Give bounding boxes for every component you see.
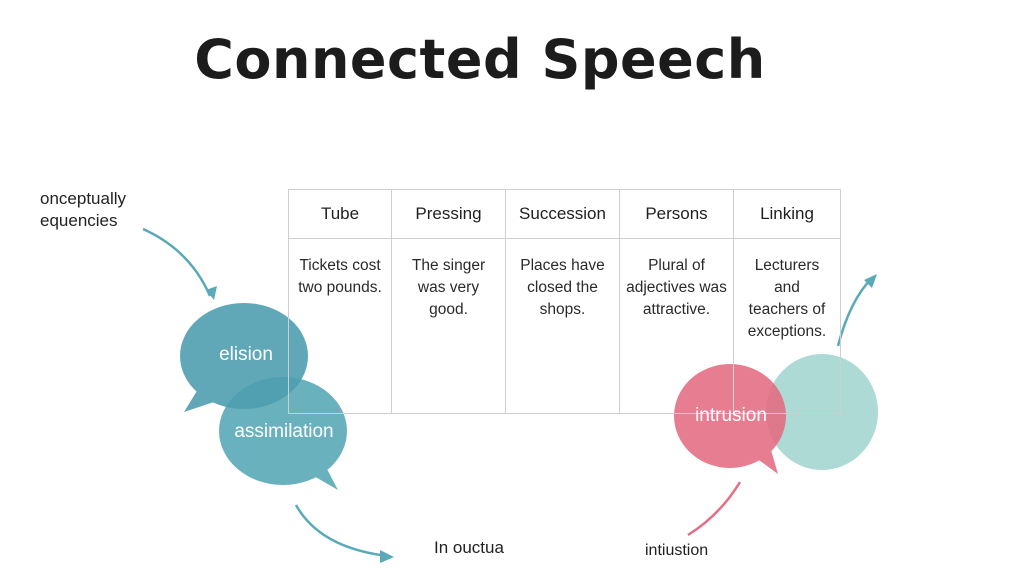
note-top-left: onceptually equencies xyxy=(40,188,126,232)
header-pressing: Pressing xyxy=(391,189,506,239)
examples-table: Tube Pressing Succession Persons Linking… xyxy=(288,189,841,414)
cell-persons: Plural of adjectives was attractive. xyxy=(619,238,734,414)
cell-line: attractive. xyxy=(642,301,711,318)
cell-line: Tickets cost xyxy=(299,257,381,274)
cell-line: Places have xyxy=(520,257,605,274)
arrow-bottom-left-head xyxy=(380,550,394,563)
cell-tube: Tickets cost two pounds. xyxy=(288,238,392,414)
header-succession: Succession xyxy=(505,189,620,239)
cell-line: Plural of xyxy=(648,257,705,274)
header-persons: Persons xyxy=(619,189,734,239)
bubble-label-intrusion: intrusion xyxy=(695,405,767,426)
note-top-left-line1: onceptually xyxy=(40,189,127,208)
cell-pressing: The singer was very good. xyxy=(391,238,506,414)
arrow-top-right-head xyxy=(864,274,877,288)
note-bottom-right: intiustion xyxy=(645,542,709,559)
note-top-left-line2: equencies xyxy=(40,211,118,230)
cell-succession: Places have closed the shops. xyxy=(505,238,620,414)
header-linking: Linking xyxy=(733,189,841,239)
table-header-row: Tube Pressing Succession Persons Linking xyxy=(288,189,841,239)
arrow-top-right xyxy=(836,277,873,347)
cell-line: two pounds. xyxy=(298,279,382,296)
cell-line: exceptions. xyxy=(747,323,827,340)
cell-line: Lecturers xyxy=(754,257,820,274)
bubble-label-elision: elision xyxy=(219,344,273,365)
arrow-top-left xyxy=(142,227,212,297)
arrow-bottom-right xyxy=(687,481,742,537)
cell-line: was very xyxy=(417,279,480,296)
cell-line: teachers of xyxy=(748,301,826,318)
note-bottom-center: In ouctua xyxy=(434,538,504,557)
cell-line: and xyxy=(774,279,800,296)
bubble-label-assimilation: assimilation xyxy=(234,421,334,442)
arrow-top-left-head xyxy=(206,286,217,300)
cell-linking: Lecturers and teachers of exceptions. xyxy=(733,238,841,414)
cell-line: shops. xyxy=(539,301,586,318)
arrow-bottom-left xyxy=(294,504,389,558)
table-row: Tickets cost two pounds. The singer was … xyxy=(288,238,841,414)
bubble-elision xyxy=(180,303,308,412)
page-title: Connected Speech xyxy=(194,28,766,91)
header-tube: Tube xyxy=(288,189,392,239)
cell-line: adjectives was xyxy=(626,279,727,296)
cell-line: The singer xyxy=(411,257,486,274)
cell-line: good. xyxy=(429,301,468,318)
cell-line: closed the xyxy=(527,279,598,296)
